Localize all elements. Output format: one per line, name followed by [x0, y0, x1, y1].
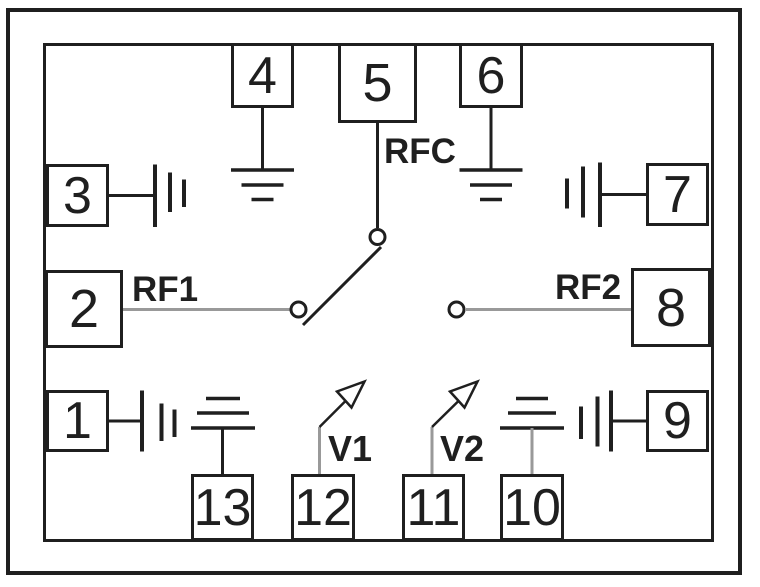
pin-box-12: 12	[291, 474, 355, 541]
pin-4-label: 4	[248, 46, 277, 105]
pin-7-label: 7	[663, 165, 692, 224]
package-outline	[6, 8, 742, 575]
pin-5-label: 5	[362, 53, 393, 113]
rf1-label: RF1	[132, 270, 199, 309]
capacitor-icon-pin7	[565, 162, 647, 227]
pin-13-label: 13	[193, 478, 252, 537]
pin-box-2: 2	[45, 270, 123, 348]
capacitor-icon-pin9	[579, 390, 647, 452]
pin-box-8: 8	[631, 268, 711, 347]
rfc-label: RFC	[384, 132, 456, 171]
pin-3-label: 3	[63, 166, 92, 225]
pin-box-3: 3	[46, 164, 109, 227]
pin-box-6: 6	[459, 43, 523, 108]
pin-box-4: 4	[231, 43, 294, 108]
ground-icon-pin13	[191, 396, 255, 474]
pin-10-label: 10	[503, 478, 561, 537]
ground-icon-pin6	[459, 168, 523, 202]
pin-9-label: 9	[663, 392, 692, 450]
v1-label: V1	[328, 428, 373, 469]
capacitor-icon-pin3	[109, 164, 186, 227]
spdt-switch	[289, 228, 466, 327]
pin-11-label: 11	[406, 478, 461, 537]
ground-icon-pin4	[231, 168, 294, 202]
rf2-label: RF2	[555, 268, 622, 307]
pin-box-1: 1	[46, 390, 109, 452]
v2-label: V2	[440, 428, 485, 469]
pin-2-label: 2	[68, 279, 100, 339]
pin-box-9: 9	[646, 390, 709, 452]
pin-1-label: 1	[63, 392, 92, 450]
pin-box-11: 11	[402, 474, 465, 541]
rf1-contact	[289, 300, 308, 319]
rfc-contact	[368, 228, 387, 246]
control-arrow-icon-v2	[430, 379, 481, 474]
pin-box-10: 10	[500, 474, 564, 541]
pin-box-5: 5	[338, 43, 417, 123]
capacitor-icon-pin1	[109, 390, 177, 452]
rf2-contact	[447, 300, 466, 319]
pin-box-13: 13	[191, 474, 254, 541]
pin-6-label: 6	[476, 46, 506, 105]
pin-12-label: 12	[294, 478, 352, 537]
ground-icon-pin10	[500, 396, 564, 474]
control-arrow-icon-v1	[318, 379, 368, 474]
pin-8-label: 8	[655, 277, 687, 338]
pin-box-7: 7	[646, 163, 709, 226]
